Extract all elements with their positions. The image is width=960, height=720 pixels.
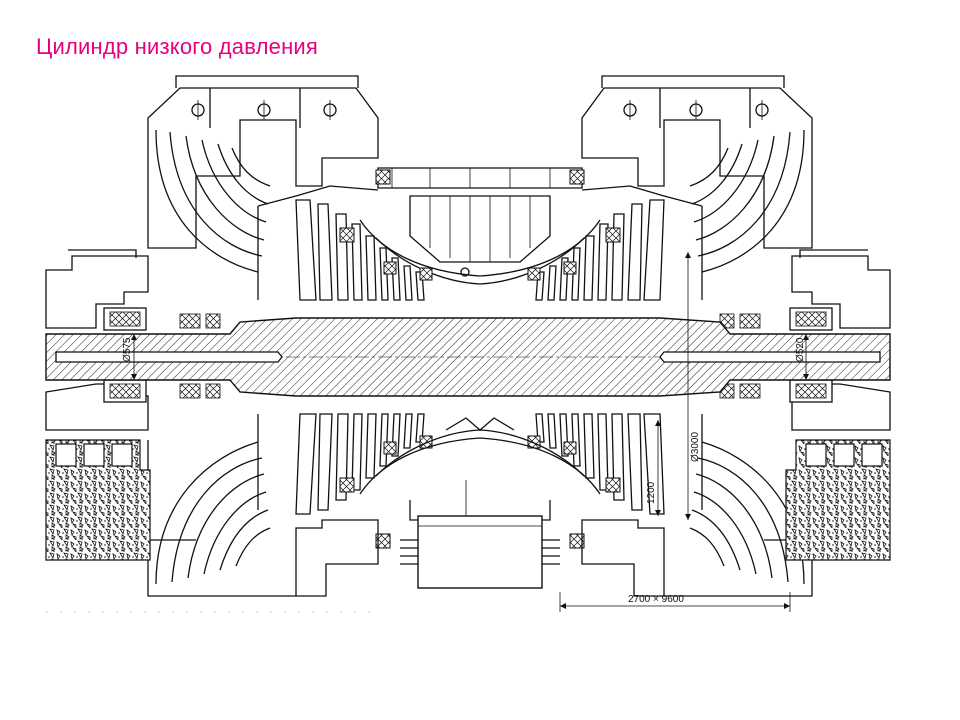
blading-bottom-left bbox=[295, 413, 433, 515]
shaft-left-label: Ø575 bbox=[122, 337, 133, 362]
foundation-left bbox=[45, 439, 151, 561]
dimension-outer-diameter: Ø3000 bbox=[685, 252, 701, 520]
central-inlet-top bbox=[359, 167, 601, 285]
blade-height-label: 1200 bbox=[646, 481, 657, 504]
bolt-holes-top-right bbox=[623, 100, 769, 120]
blading-top-right bbox=[527, 199, 665, 301]
bolt-holes-top-left bbox=[191, 100, 337, 120]
rotor-shaft bbox=[45, 317, 891, 397]
inner-casing-outline-top bbox=[257, 185, 703, 300]
dimension-shaft-right: Ø520 bbox=[795, 334, 809, 380]
bearing-housing-left bbox=[45, 249, 221, 431]
blading-top-left bbox=[295, 199, 433, 301]
exhaust-hood-bottom-left bbox=[147, 414, 379, 597]
exhaust-size-label: 2700 × 9600 bbox=[628, 594, 684, 605]
blading-bottom-right bbox=[527, 413, 665, 515]
dimension-blade-height: 1200 bbox=[646, 420, 661, 516]
shaft-right-label: Ø520 bbox=[795, 337, 806, 362]
dimension-exhaust: 2700 × 9600 bbox=[559, 592, 791, 612]
central-inlet-bottom bbox=[359, 417, 601, 589]
exhaust-hood-top-left bbox=[147, 75, 379, 273]
exhaust-hood-top-right bbox=[581, 75, 813, 273]
outer-diameter-label: Ø3000 bbox=[690, 432, 701, 462]
dimension-shaft-left: Ø575 bbox=[122, 334, 137, 380]
foundation-right bbox=[785, 439, 891, 561]
page-title: Цилиндр низкого давления bbox=[36, 34, 319, 59]
